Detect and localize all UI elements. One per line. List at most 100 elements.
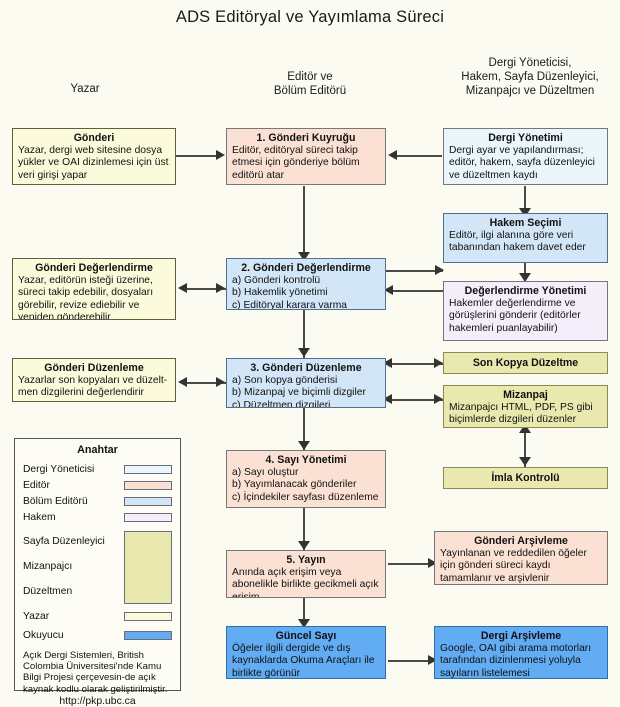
connector-editing-layout: [391, 399, 443, 401]
arrowhead-right: [216, 283, 225, 293]
arrowhead-down: [298, 348, 310, 357]
legend-label: Okuyucu: [23, 629, 64, 641]
staff-column-header: Dergi Yöneticisi, Hakem, Sayfa Düzenleyi…: [461, 57, 599, 97]
connector-editing-copyedit: [391, 363, 443, 365]
box-body: Yayınlanan ve reddedilen öğeler için gön…: [440, 548, 587, 584]
arrowhead-down: [298, 619, 310, 628]
arrowhead-down: [519, 273, 531, 282]
box-title: 1. Gönderi Kuyruğu: [256, 132, 356, 144]
legend-item-author: Yazar: [23, 608, 172, 624]
connector-review-to-editing: [303, 310, 305, 358]
box-title: 5. Yayın: [286, 554, 326, 566]
arrowhead-down: [519, 457, 531, 466]
box-layout[interactable]: Mizanpaj Mizanpajcı HTML, PDF, PS gibi b…: [443, 385, 608, 428]
legend-swatch: [124, 630, 172, 640]
box-submission[interactable]: Gönderi Yazar, dergi web sitesine dosya …: [12, 128, 176, 185]
connector-management-to-reviewer-select: [524, 186, 526, 213]
legend-swatch: [124, 464, 172, 474]
box-title: Hakem Seçimi: [489, 217, 562, 229]
pkp-url-link[interactable]: http://pkp.ubc.ca: [59, 695, 136, 707]
box-title: Gönderi Düzenleme: [44, 362, 144, 374]
box-title: Gönderi Arşivleme: [474, 535, 568, 547]
box-copyediting[interactable]: Son Kopya Düzeltme: [443, 352, 608, 374]
legend-label: Editör: [23, 479, 50, 491]
arrowhead-right: [434, 358, 443, 368]
box-title: Değerlendirme Yönetimi: [464, 285, 587, 297]
box-body: Mizanpajcı HTML, PDF, PS gibi biçimlerde…: [449, 402, 593, 426]
legend-panel: Anahtar Dergi Yöneticisi Editör Bölüm Ed…: [14, 438, 181, 707]
box-title: Gönderi: [73, 132, 115, 144]
arrowhead-left: [384, 285, 393, 295]
box-title: İmla Kontrolü: [491, 471, 560, 484]
box-submission-archive[interactable]: Gönderi Arşivleme Yayınlanan ve reddedil…: [434, 531, 608, 585]
box-publishing[interactable]: 5. Yayın Anında açık erişim veya aboneli…: [226, 550, 386, 598]
box-submission-review[interactable]: 2. Gönderi Değerlendirme a) Gönderi kont…: [226, 258, 386, 310]
arrowhead-left: [388, 150, 397, 160]
legend-swatch: [124, 530, 172, 604]
box-submission-editing[interactable]: 3. Gönderi Düzenleme a) Son kopya gönder…: [226, 358, 386, 408]
arrowhead-right: [216, 377, 225, 387]
arrowhead-right: [428, 655, 437, 665]
box-body: Anında açık erişim veya abonelikle birli…: [232, 567, 379, 598]
arrowhead-right: [434, 394, 443, 404]
legend-item-reader: Okuyucu: [23, 627, 172, 643]
arrowhead-up: [519, 424, 531, 433]
box-body: Yazarlar son kopyaları ve düzelt-men diz…: [18, 375, 168, 399]
box-title: 4. Sayı Yönetimi: [265, 454, 347, 466]
box-current-issue[interactable]: Güncel Sayı Öğeler ilgili dergide ve dış…: [226, 626, 386, 679]
box-title: 3. Gönderi Düzenleme: [250, 362, 362, 374]
arrowhead-down: [298, 441, 310, 450]
legend-label: Hakem: [23, 511, 56, 523]
box-title: Son Kopya Düzeltme: [472, 356, 579, 369]
legend-label: Yazar: [23, 610, 50, 622]
page-title: ADS Editöryal ve Yayımlama Süreci: [175, 8, 445, 26]
connector-queue-to-review: [303, 186, 305, 258]
legend-swatch: [124, 512, 172, 522]
connector-layout-proofread: [524, 428, 526, 468]
box-reviewer-selection[interactable]: Hakem Seçimi Editör, ilgi alanına göre v…: [443, 213, 608, 263]
box-body: Editör, editöryal süreci takip etmesi iç…: [232, 145, 360, 181]
box-body: Öğeler ilgili dergide ve dış kaynaklarda…: [232, 643, 375, 679]
box-issue-management[interactable]: 4. Sayı Yönetimi a) Sayı oluştur b) Yayı…: [226, 450, 386, 508]
arrowhead-down: [519, 208, 531, 217]
box-title: Mizanpaj: [503, 389, 548, 401]
connector-publish-to-current-issue: [303, 598, 305, 626]
box-journal-archiving[interactable]: Dergi Arşivleme Google, OAI gibi arama m…: [434, 626, 608, 679]
legend-label: Sayfa Düzenleyici: [23, 535, 105, 547]
box-author-review[interactable]: Gönderi Değerlendirme Yazar, editörün is…: [12, 258, 176, 320]
legend-group-production: Sayfa Düzenleyici Mizanpajcı Düzeltmen: [23, 529, 172, 605]
box-body: a) Son kopya gönderisi b) Mizanpaj ve bi…: [232, 375, 366, 408]
connector-submission-to-queue: [176, 155, 218, 157]
box-review-management[interactable]: Değerlendirme Yönetimi Hakemler değerlen…: [443, 281, 608, 341]
box-body: Yazar, editörün isteği üzerine, süreci t…: [18, 275, 154, 320]
box-body: Editör, ilgi alanına göre veri tabanında…: [449, 230, 586, 254]
editor-column-header: Editör ve Bölüm Editörü: [273, 71, 347, 97]
box-title: 2. Gönderi Değerlendirme: [241, 262, 371, 274]
box-title: Gönderi Değerlendirme: [35, 262, 153, 274]
connector-current-issue-to-journal-archive: [388, 660, 434, 662]
box-body: Google, OAI gibi arama motorları tarafın…: [440, 643, 592, 679]
box-body: Yazar, dergi web sitesine dosya yükler v…: [18, 145, 169, 181]
connector-publish-to-archive: [388, 563, 434, 565]
connector-issue-to-publish: [303, 508, 305, 550]
arrowhead-down: [298, 541, 310, 550]
box-body: a) Gönderi kontrolü b) Hakemlik yönetimi…: [232, 275, 348, 310]
box-body: Dergi ayar ve yapılandırması; editör, ha…: [449, 145, 595, 181]
legend-swatch: [124, 611, 172, 621]
box-proofreading[interactable]: İmla Kontrolü: [443, 467, 608, 489]
box-submission-queue[interactable]: 1. Gönderi Kuyruğu Editör, editöryal sür…: [226, 128, 386, 185]
arrowhead-left: [178, 377, 187, 387]
arrowhead-left: [383, 394, 392, 404]
box-body: Hakemler değerlendirme ve görüşlerini gö…: [449, 298, 581, 334]
connector-management-to-queue: [396, 155, 442, 157]
box-journal-management[interactable]: Dergi Yönetimi Dergi ayar ve yapılandırm…: [443, 128, 608, 185]
box-title: Dergi Arşivleme: [480, 630, 562, 642]
box-author-editing[interactable]: Gönderi Düzenleme Yazarlar son kopyaları…: [12, 358, 176, 402]
arrowhead-down: [298, 252, 310, 261]
arrowhead-right: [435, 265, 444, 275]
legend-swatch: [124, 496, 172, 506]
arrowhead-left: [383, 358, 392, 368]
legend-title: Anahtar: [77, 444, 118, 456]
legend-note: Açık Dergi Sistemleri, British Colombia …: [23, 650, 168, 695]
